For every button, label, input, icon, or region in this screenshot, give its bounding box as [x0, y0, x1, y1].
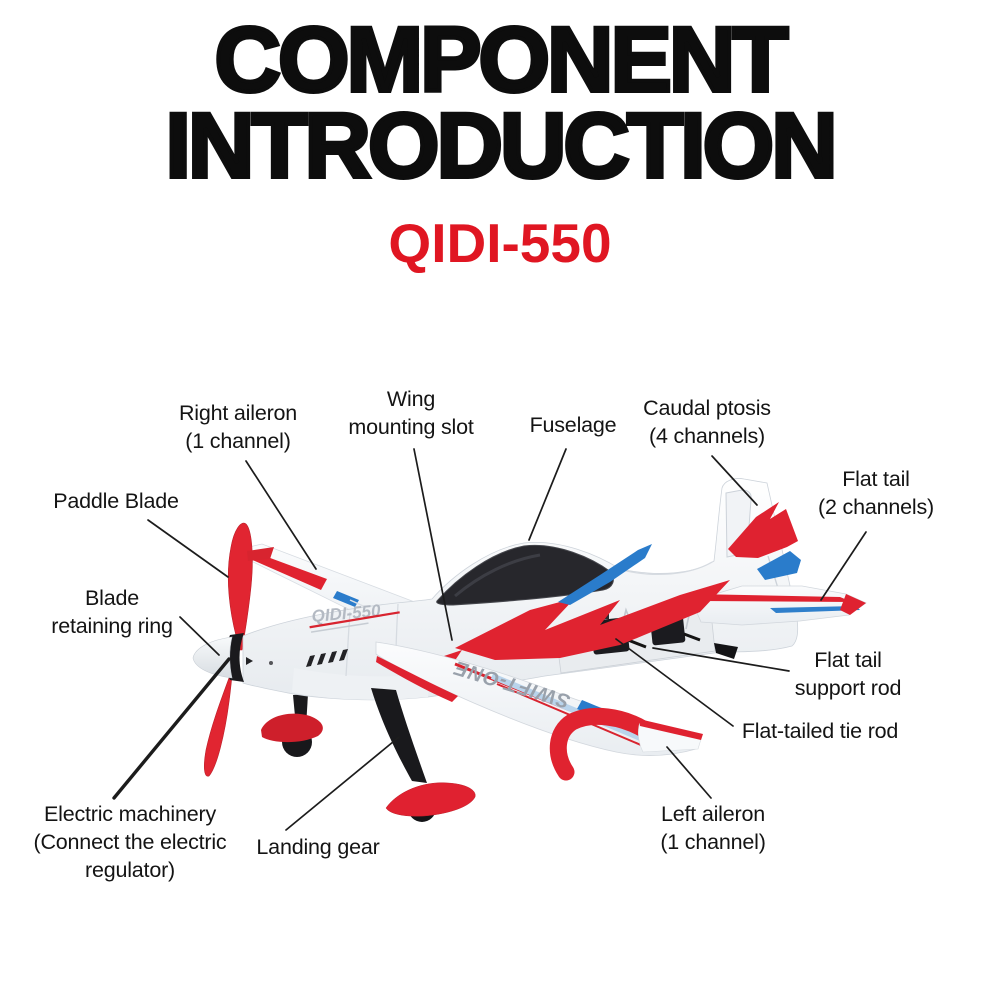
page-title: COMPONENT INTRODUCTION	[163, 9, 839, 197]
wheel-fairing	[385, 782, 476, 817]
nose-spinner	[192, 633, 244, 682]
propeller-blades	[204, 522, 274, 777]
leader-caudal-ptosis	[711, 455, 758, 506]
left-aileron-part	[638, 721, 703, 753]
paddle-blade-lower	[204, 666, 234, 777]
landing-gear-strut	[371, 688, 427, 783]
near-landing-gear	[371, 688, 476, 822]
leader-fuselage	[528, 448, 567, 541]
label-paddle-blade: Paddle Blade	[53, 489, 179, 513]
nose-vent-gills	[306, 649, 348, 667]
leader-wing-mounting-slot	[413, 448, 453, 641]
wingtip-winglet	[549, 708, 654, 781]
spinner-cone	[192, 636, 233, 679]
label-blade-retaining-ring: Blade retaining ring	[51, 586, 173, 638]
leader-left-aileron	[666, 746, 712, 799]
far-landing-gear	[261, 694, 323, 757]
leader-flat-tail-support-rod	[652, 647, 790, 672]
label-flat-tailed-tie-rod: Flat-tailed tie rod	[741, 719, 899, 743]
label-caudal-ptosis: Caudal ptosis (4 channels)	[643, 396, 771, 448]
leader-lines	[112, 448, 867, 831]
leader-electric-machinery	[112, 657, 231, 800]
leader-paddle-blade	[147, 519, 229, 578]
label-fuselage: Fuselage	[529, 413, 617, 437]
canopy	[436, 544, 614, 606]
leader-right-aileron	[245, 460, 317, 570]
leader-flat-tail	[820, 531, 867, 601]
vertical-fin	[725, 489, 801, 615]
leader-landing-gear	[285, 736, 400, 831]
tail-skid	[714, 643, 738, 659]
label-flat-tail-support-rod: Flat tail support rod	[794, 648, 902, 700]
label-wing-mounting-slot: Wing mounting slot	[348, 387, 474, 439]
label-electric-machinery: Electric machinery (Connect the electric…	[33, 802, 227, 882]
label-left-aileron: Left aileron (1 channel)	[660, 802, 766, 854]
paddle-blade-upper	[227, 522, 253, 651]
label-flat-tail: Flat tail (2 channels)	[818, 467, 934, 519]
flat-tail-stabilizer	[691, 585, 867, 626]
model-name-subtitle: QIDI-550	[388, 212, 612, 274]
label-landing-gear: Landing gear	[256, 835, 380, 859]
leader-blade-retaining-ring	[179, 616, 220, 656]
leader-flat-tailed-tie-rod	[615, 638, 734, 727]
label-right-aileron: Right aileron (1 channel)	[178, 401, 298, 453]
